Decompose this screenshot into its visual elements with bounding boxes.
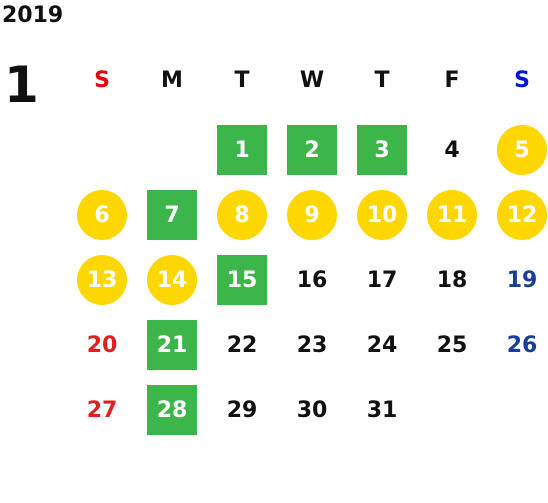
day-cell[interactable]: 19 [506, 267, 538, 293]
day-cell[interactable]: 23 [296, 332, 328, 358]
day-cell[interactable]: 4 [444, 137, 460, 163]
day-cell[interactable]: 22 [226, 332, 258, 358]
day-cell[interactable]: 14 [147, 255, 197, 305]
day-cell[interactable]: 5 [497, 125, 547, 175]
day-cell[interactable]: 2 [287, 125, 337, 175]
year-label: 2019 [2, 3, 64, 28]
weekday-thursday: T [374, 68, 390, 93]
day-cell[interactable]: 7 [147, 190, 197, 240]
day-cell[interactable]: 20 [86, 332, 118, 358]
day-cell[interactable]: 28 [147, 385, 197, 435]
day-cell[interactable]: 3 [357, 125, 407, 175]
day-cell[interactable]: 27 [86, 397, 118, 423]
day-cell[interactable]: 6 [77, 190, 127, 240]
day-cell[interactable]: 16 [296, 267, 328, 293]
day-cell[interactable]: 1 [217, 125, 267, 175]
day-cell[interactable]: 13 [77, 255, 127, 305]
day-cell[interactable]: 17 [366, 267, 398, 293]
month-number: 1 [4, 56, 39, 114]
weekday-saturday: S [514, 68, 530, 93]
day-cell[interactable]: 12 [497, 190, 547, 240]
weekday-friday: F [444, 68, 460, 93]
day-cell[interactable]: 29 [226, 397, 258, 423]
day-cell[interactable]: 25 [436, 332, 468, 358]
day-cell[interactable]: 8 [217, 190, 267, 240]
weekday-sunday: S [94, 68, 110, 93]
day-cell[interactable]: 21 [147, 320, 197, 370]
weekday-monday: M [161, 68, 183, 93]
day-cell[interactable]: 18 [436, 267, 468, 293]
day-cell[interactable]: 24 [366, 332, 398, 358]
day-cell[interactable]: 26 [506, 332, 538, 358]
weekday-tuesday: T [234, 68, 250, 93]
day-cell[interactable]: 10 [357, 190, 407, 240]
day-cell[interactable]: 15 [217, 255, 267, 305]
day-cell[interactable]: 11 [427, 190, 477, 240]
day-cell[interactable]: 9 [287, 190, 337, 240]
weekday-wednesday: W [299, 68, 325, 93]
day-cell[interactable]: 31 [366, 397, 398, 423]
day-cell[interactable]: 30 [296, 397, 328, 423]
